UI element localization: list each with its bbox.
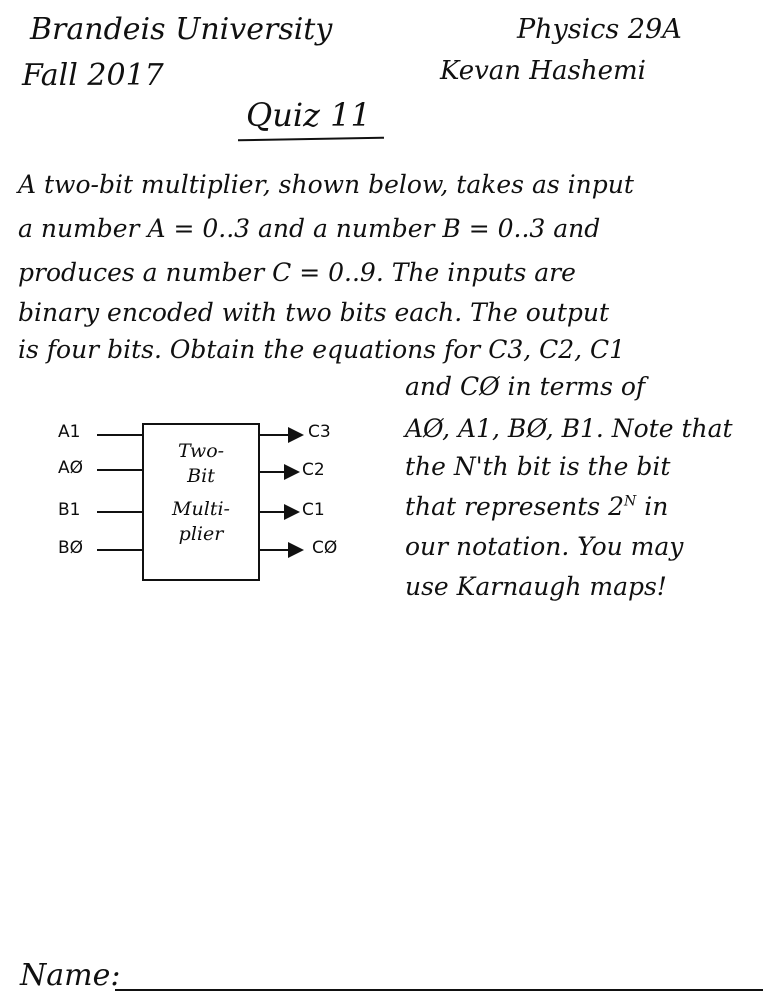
problem-right-line-5: our notation. You may (405, 532, 684, 561)
block-line-2: Bit (187, 465, 215, 487)
problem-right-line-1: and CØ in terms of (405, 372, 646, 401)
output-label-c0: CØ (312, 538, 338, 558)
problem-line-1: A two-bit multiplier, shown below, takes… (18, 170, 634, 199)
output-label-c3: C3 (308, 422, 331, 442)
problem-line-4: binary encoded with two bits each. The o… (18, 298, 610, 327)
term-label: Fall 2017 (22, 58, 164, 93)
problem-right-line-4-tail: in (636, 492, 669, 521)
input-label-a1: A1 (58, 422, 81, 442)
problem-right-line-3: the N'th bit is the bit (405, 452, 671, 481)
input-label-b0: BØ (58, 538, 84, 558)
problem-right-line-2: AØ, A1, BØ, B1. Note that (405, 414, 733, 443)
block-line-3: Multi- (172, 498, 230, 520)
problem-right-line-4: that represents 2N in (405, 492, 668, 521)
input-label-a0: AØ (58, 458, 84, 478)
problem-right-line-6: use Karnaugh maps! (405, 572, 667, 601)
output-label-c2: C2 (302, 460, 325, 480)
diagram-wires (97, 427, 304, 558)
name-line[interactable] (115, 989, 763, 991)
input-label-b1: B1 (58, 500, 81, 520)
instructor-name: Kevan Hashemi (440, 56, 646, 86)
problem-line-3: produces a number C = 0..9. The inputs a… (18, 258, 576, 287)
problem-line-2: a number A = 0..3 and a number B = 0..3 … (18, 214, 601, 243)
multiplier-block (142, 423, 260, 581)
multiplier-diagram: Two- Bit Multi- plier A1 AØ B1 BØ C3 C2 … (50, 410, 370, 585)
quiz-title: Quiz 11 (246, 96, 371, 134)
university-name: Brandeis University (30, 12, 333, 47)
superscript-n: N (624, 493, 637, 510)
problem-right-line-4-text: that represents 2 (405, 492, 624, 521)
name-label: Name: (20, 958, 121, 993)
course-label: Physics 29A (517, 14, 682, 45)
output-label-c1: C1 (302, 500, 325, 520)
block-line-4: plier (178, 523, 224, 545)
quiz-title-underline (237, 136, 385, 142)
problem-line-5: is four bits. Obtain the equations for C… (18, 335, 626, 364)
block-line-1: Two- (177, 440, 225, 462)
